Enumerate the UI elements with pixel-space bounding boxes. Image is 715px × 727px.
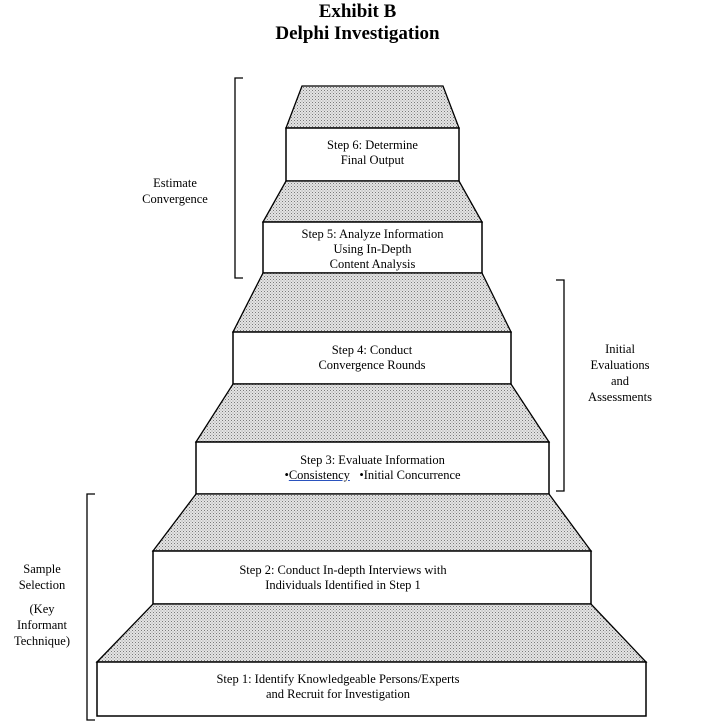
bullet-consistency: Consistency bbox=[288, 468, 350, 482]
step-2-box bbox=[152, 550, 592, 605]
step-4-text: Step 4: Conduct Convergence Rounds bbox=[318, 343, 426, 372]
step-2-top-trapezoid bbox=[151, 493, 593, 552]
step-4-box bbox=[232, 331, 512, 385]
phase-initial-evaluations: Initial Evaluations and Assessments bbox=[588, 342, 652, 404]
exhibit-subtitle: Delphi Investigation bbox=[275, 23, 440, 44]
exhibit-title: Exhibit B bbox=[318, 1, 397, 22]
step-3-box bbox=[195, 441, 550, 495]
step-6-top-trapezoid bbox=[285, 85, 460, 129]
step-3-top-trapezoid bbox=[194, 383, 551, 443]
step-5-text: Step 5: Analyze Information Using In-Dep… bbox=[301, 227, 444, 271]
estimate-convergence-bracket bbox=[234, 77, 243, 279]
step-5-box bbox=[262, 221, 483, 274]
step-4-top-trapezoid bbox=[231, 272, 513, 333]
step-1-top-trapezoid bbox=[95, 603, 648, 663]
sample-selection-bracket bbox=[86, 493, 95, 721]
step-3-text: Step 3: Evaluate Information •Consistenc… bbox=[196, 453, 549, 483]
step-3-bullets: •Consistency •Initial Concurrence bbox=[284, 468, 461, 482]
phase-estimate-convergence: Estimate Convergence bbox=[142, 176, 208, 206]
bullet-initial-concurrence: Initial Concurrence bbox=[363, 468, 461, 482]
step-5-top-trapezoid bbox=[261, 180, 484, 223]
step-1-box bbox=[96, 661, 647, 717]
initial-evaluations-bracket bbox=[556, 279, 565, 492]
phase-sample-selection: Sample Selection (Key Informant Techniqu… bbox=[13, 562, 71, 648]
step-6-text: Step 6: Determine Final Output bbox=[327, 138, 418, 167]
step-2-text: Step 2: Conduct In-depth Interviews with… bbox=[239, 563, 447, 592]
step-1-text: Step 1: Identify Knowledgeable Persons/E… bbox=[216, 672, 460, 701]
